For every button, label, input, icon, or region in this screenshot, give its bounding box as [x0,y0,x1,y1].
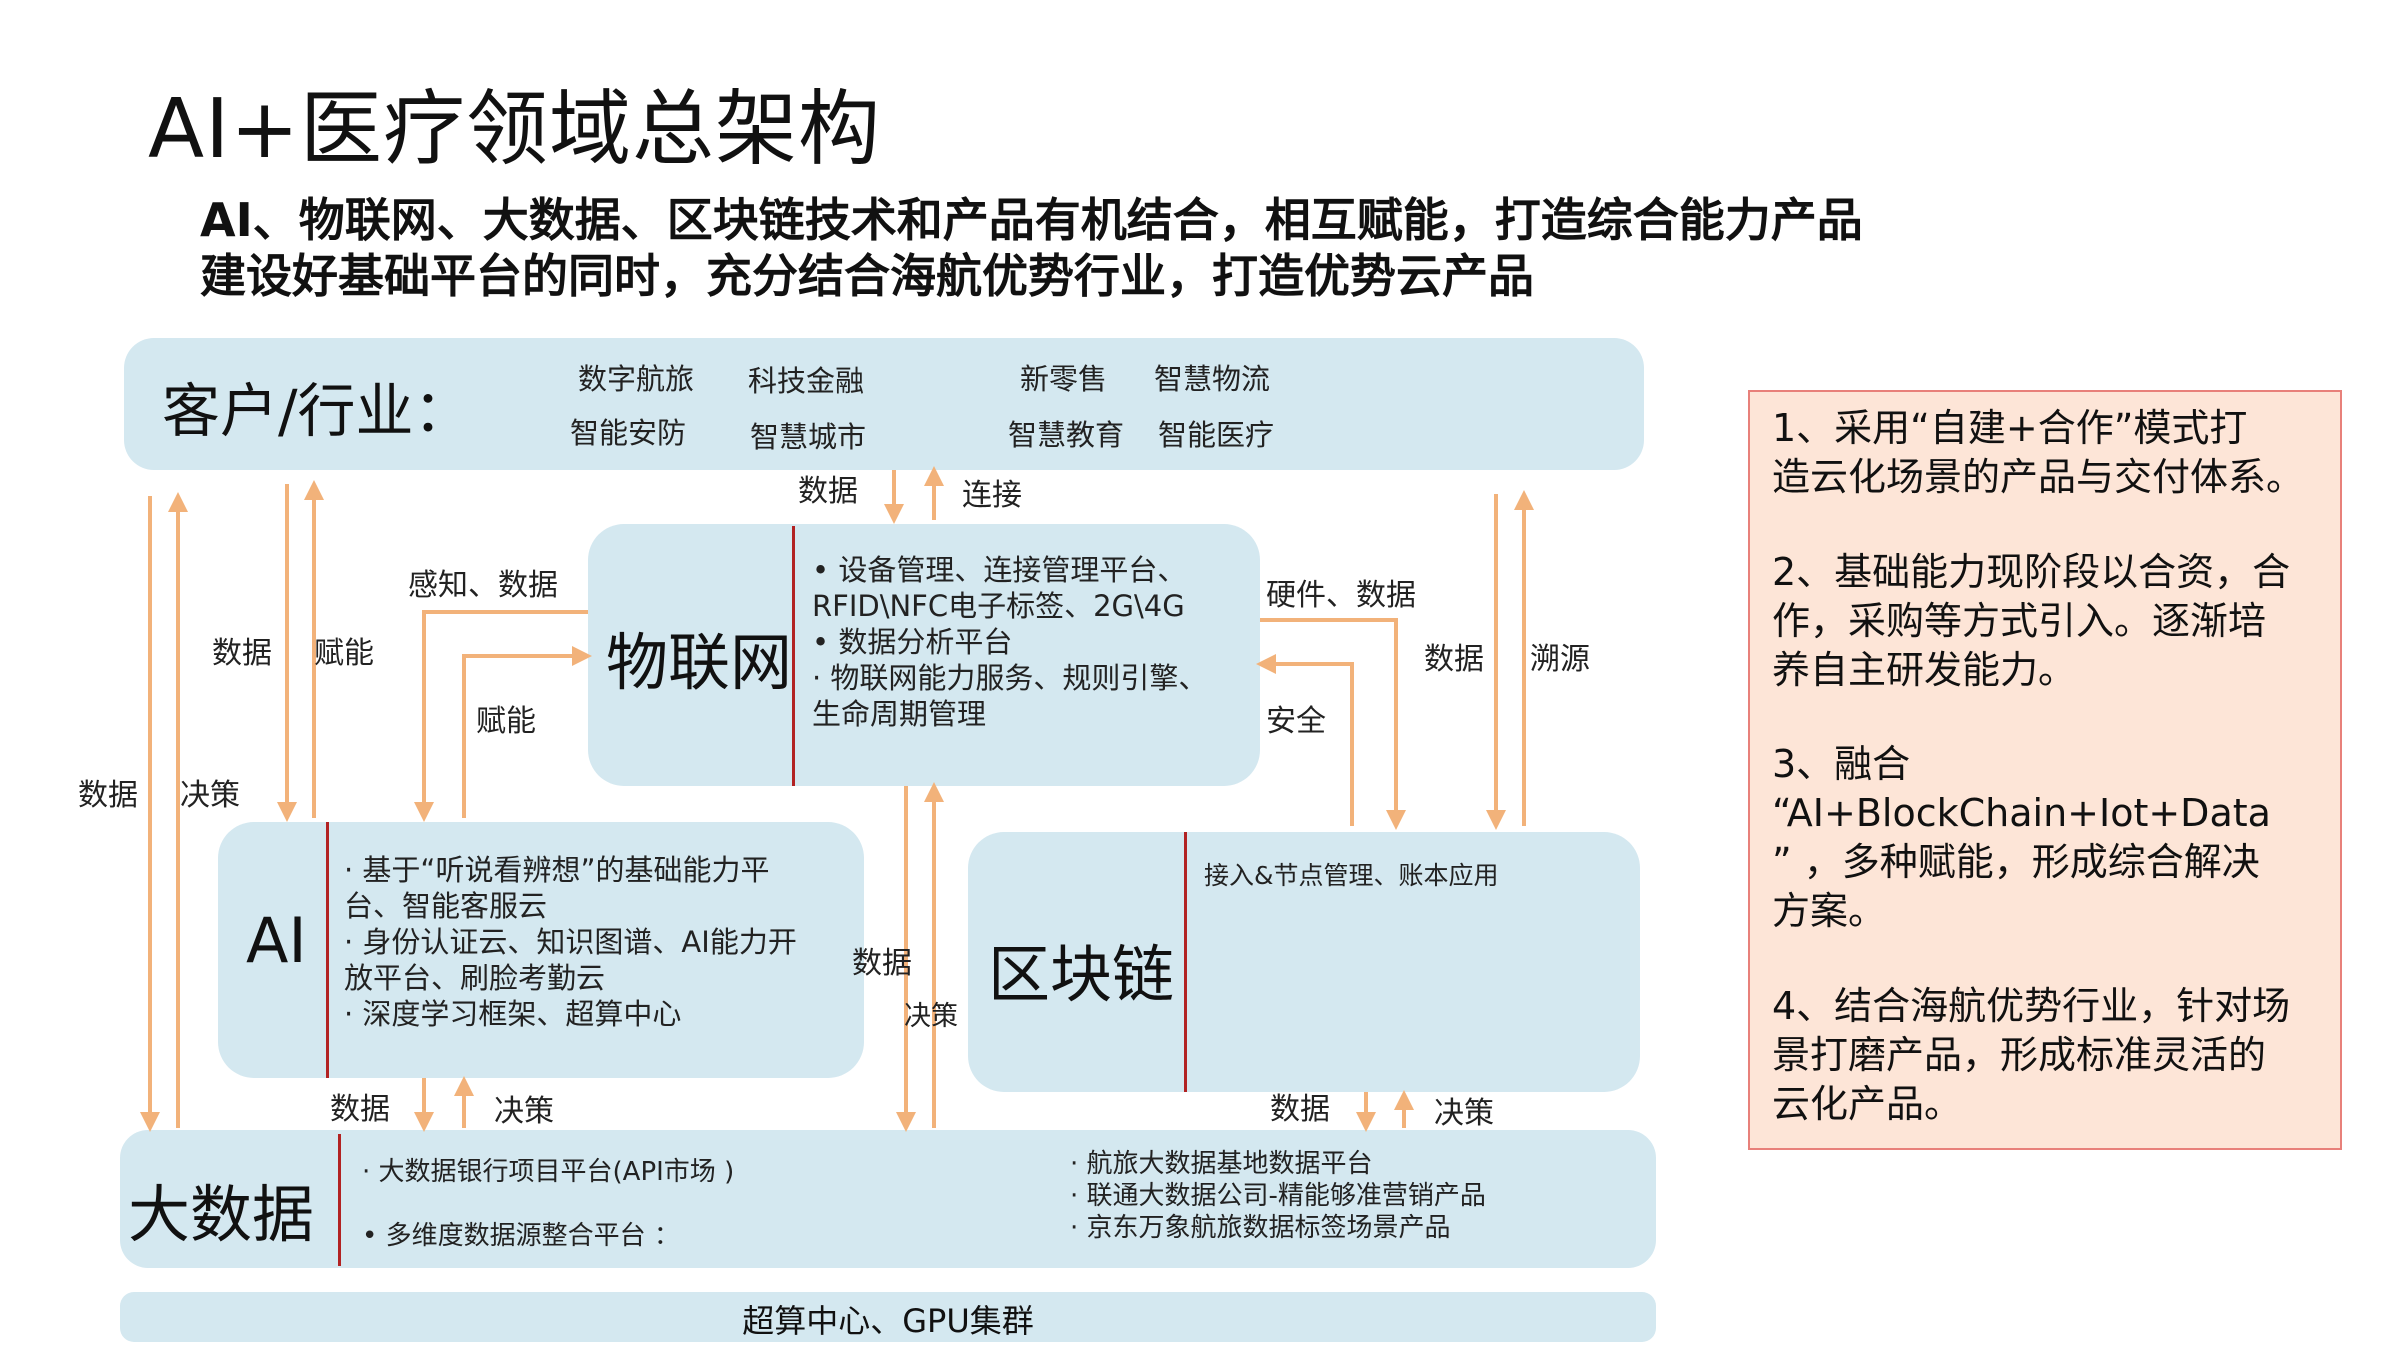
edge-label-security: 安全 [1266,704,1326,739]
arrow-security [1256,654,1354,826]
edge-label-enable: 赋能 [476,704,536,739]
note-4: 4、结合海航优势行业，针对场 景打磨产品，形成标准灵活的 云化产品。 [1772,984,2291,1126]
bigdata-right-line: · 航旅大数据基地数据平台 [1070,1149,1373,1179]
edge-label-mid-decision: 决策 [904,1001,958,1032]
iot-panel [588,524,1260,786]
iot-line: • 数据分析平台 [812,625,1013,659]
blockchain-panel [968,832,1640,1092]
customer-label: 客户/行业： [162,377,472,445]
bigdata-left-line: · 大数据银行项目平台(API市场 ) [362,1157,735,1187]
edge-label-ai-data: 数据 [330,1092,390,1127]
edge-label-ai-decision: 决策 [494,1094,554,1129]
note-3: 3、融合 “AI+BlockChain+Iot+Data ” ，多种赋能，形成综… [1772,742,2271,933]
arrow-hw-data [1260,618,1406,830]
ai-line: 台、智能客服云 [344,889,548,923]
iot-line: RFID\NFC电子标签、2G\4G [812,589,1185,623]
customer-item: 智慧城市 [750,420,867,454]
note-1: 1、采用“自建+合作”模式打 造云化场景的产品与交付体系。 [1772,406,2305,499]
iot-label: 物联网 [606,626,793,699]
edge-label-hw-data: 硬件、数据 [1266,578,1416,613]
bigdata-label: 大数据 [128,1178,315,1251]
edge-label-right-data: 数据 [1424,642,1484,677]
customer-item: 科技金融 [748,364,865,398]
compute-bar-label: 超算中心、GPU集群 [742,1302,1034,1340]
ai-line: · 深度学习框架、超算中心 [344,997,682,1031]
notes-box [1748,390,2342,1150]
iot-line: · 物联网能力服务、规则引擎、 [812,661,1208,695]
edge-label-far-data: 数据 [78,778,138,813]
bigdata-right-line: · 京东万象航旅数据标签场景产品 [1070,1213,1451,1243]
compute-bar [120,1292,1656,1342]
edge-label-left-enable: 赋能 [314,636,374,671]
subtitle-line-2: 建设好基础平台的同时，充分结合海航优势行业，打造优势云产品 [200,249,1534,303]
customer-item: 智慧物流 [1154,362,1271,396]
iot-line: • 设备管理、连接管理平台、 [812,553,1187,587]
edge-label-trace: 溯源 [1530,642,1590,677]
customer-item: 智能医疗 [1158,418,1275,452]
customer-panel [124,338,1644,470]
edge-label-bc-decision: 决策 [1434,1096,1494,1131]
edge-label-top-connect: 连接 [962,478,1022,513]
edge-label-bc-data: 数据 [1270,1092,1330,1127]
arrow-sense-data [414,610,588,822]
iot-line: 生命周期管理 [812,697,987,731]
ai-divider [326,822,329,1078]
bigdata-divider [338,1134,341,1266]
note-2: 2、基础能力现阶段以合资，合 作，采购等方式引入。逐渐培 养自主研发能力。 [1772,550,2291,692]
edge-label-top-data: 数据 [798,474,858,509]
edge-label-left-data: 数据 [212,636,272,671]
arrow-enable [462,646,592,818]
ai-line: 放平台、刷脸考勤云 [344,961,606,995]
ai-line: · 基于“听说看辨想”的基础能力平 [344,853,770,887]
edge-label-far-decision: 决策 [180,778,240,813]
ai-label: AI [246,904,307,977]
customer-item: 智能安防 [570,416,687,450]
blockchain-divider [1184,832,1187,1092]
customer-item: 智慧教育 [1008,418,1125,452]
customer-item: 新零售 [1020,362,1108,396]
iot-divider [792,526,795,786]
edge-label-sense-data: 感知、数据 [408,568,558,603]
bigdata-panel [120,1130,1656,1268]
bigdata-right-line: · 联通大数据公司-精能够准营销产品 [1070,1181,1486,1211]
subtitle-line-1: AI、物联网、大数据、区块链技术和产品有机结合，相互赋能，打造综合能力产品 [200,193,1863,247]
ai-panel [218,822,864,1078]
customer-item: 数字航旅 [578,362,695,396]
blockchain-label: 区块链 [988,938,1175,1011]
page-title: AI+医疗领域总架构 [148,82,881,177]
edge-label-mid-data: 数据 [852,946,912,981]
blockchain-line: 接入&节点管理、账本应用 [1204,861,1499,890]
bigdata-left-line: • 多维度数据源整合平台 ： [362,1221,680,1251]
ai-line: · 身份认证云、知识图谱、AI能力开 [344,925,797,959]
